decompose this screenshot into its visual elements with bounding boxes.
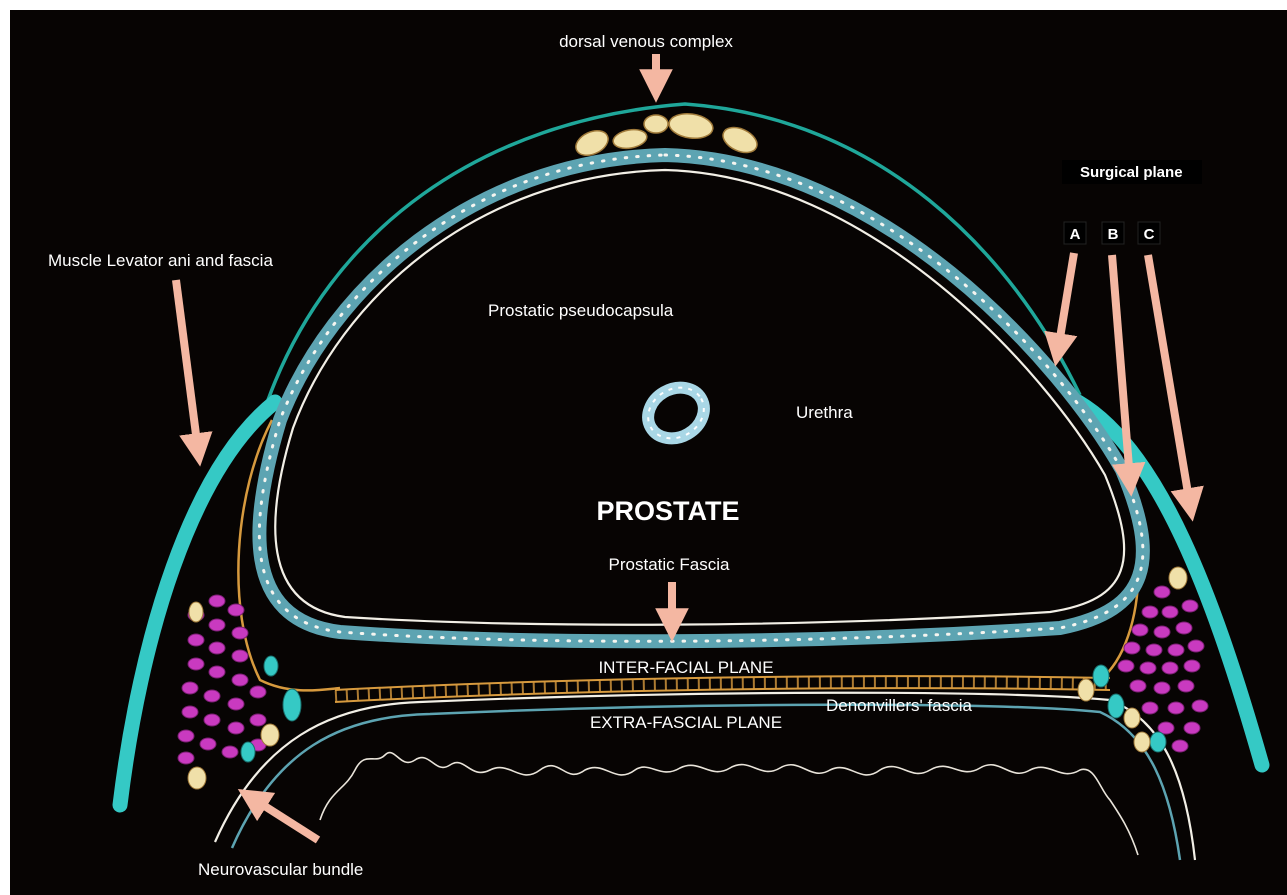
levator-ani-label: Muscle Levator ani and fascia: [48, 251, 273, 270]
prostatic-fascia-label: Prostatic Fascia: [609, 555, 730, 574]
plane-c-label: C: [1144, 226, 1155, 243]
background-board: [10, 10, 1287, 895]
denonvilliers-fascia-label: Denonvillers' fascia: [826, 696, 972, 715]
plane-a-label: A: [1070, 226, 1081, 243]
neurovascular-bundle-label: Neurovascular bundle: [198, 860, 363, 879]
inter-facial-plane-label: INTER-FACIAL PLANE: [598, 658, 773, 677]
plane-b-label: B: [1108, 226, 1119, 243]
dorsal-venous-complex-label: dorsal venous complex: [559, 32, 733, 51]
prostate-label: PROSTATE: [596, 496, 739, 526]
urethra-label: Urethra: [796, 403, 853, 422]
extra-fascial-plane-label: EXTRA-FASCIAL PLANE: [590, 713, 782, 732]
surgical-plane-label: Surgical plane: [1080, 164, 1183, 181]
pseudocapsula-label: Prostatic pseudocapsula: [488, 301, 674, 320]
